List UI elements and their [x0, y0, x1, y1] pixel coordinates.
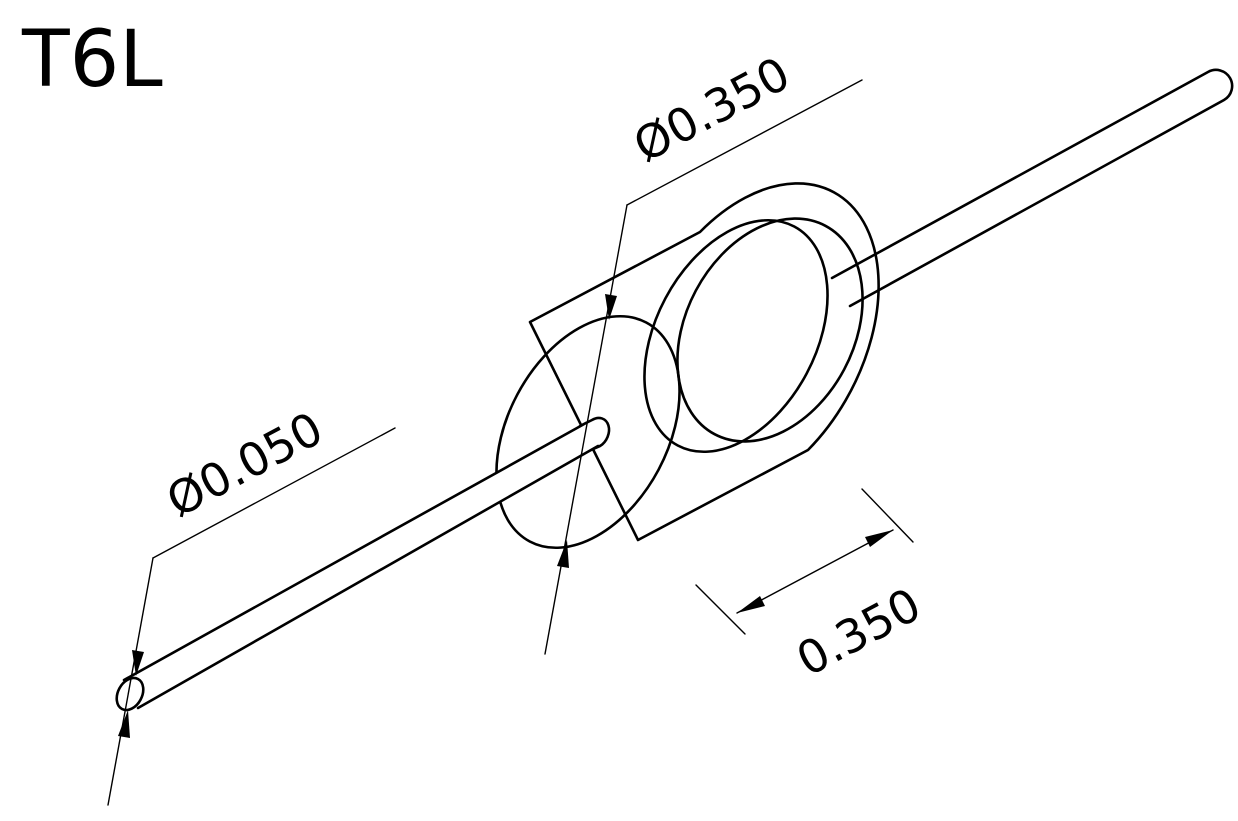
left-lead: [115, 421, 600, 712]
arrowhead: [118, 710, 130, 738]
arrowhead: [605, 294, 617, 320]
dimension-lead-diameter: Ø0.050: [107, 401, 396, 806]
part-title: T6L: [21, 15, 163, 105]
dimension-line: [736, 529, 894, 614]
cylinder-body: [495, 182, 880, 550]
body-diameter-label: Ø0.350: [625, 46, 799, 173]
extension-line: [695, 584, 746, 635]
arrowhead: [737, 596, 765, 613]
body-length-label: 0.350: [788, 577, 930, 687]
lead-end-face: [115, 676, 145, 712]
extension-line: [861, 488, 914, 543]
extension-line: [626, 79, 863, 206]
arrowhead: [865, 530, 893, 547]
rear-flange: [676, 217, 864, 443]
dimension-body-diameter: Ø0.350: [544, 46, 863, 655]
leader-line: [544, 204, 628, 655]
dimension-body-length: 0.350: [695, 488, 930, 687]
right-lead: [830, 68, 1234, 308]
arrowhead: [132, 650, 144, 676]
leader-line: [107, 557, 154, 806]
arrowhead: [557, 540, 569, 568]
extension-line: [152, 427, 396, 559]
body-front-face: [495, 314, 681, 550]
